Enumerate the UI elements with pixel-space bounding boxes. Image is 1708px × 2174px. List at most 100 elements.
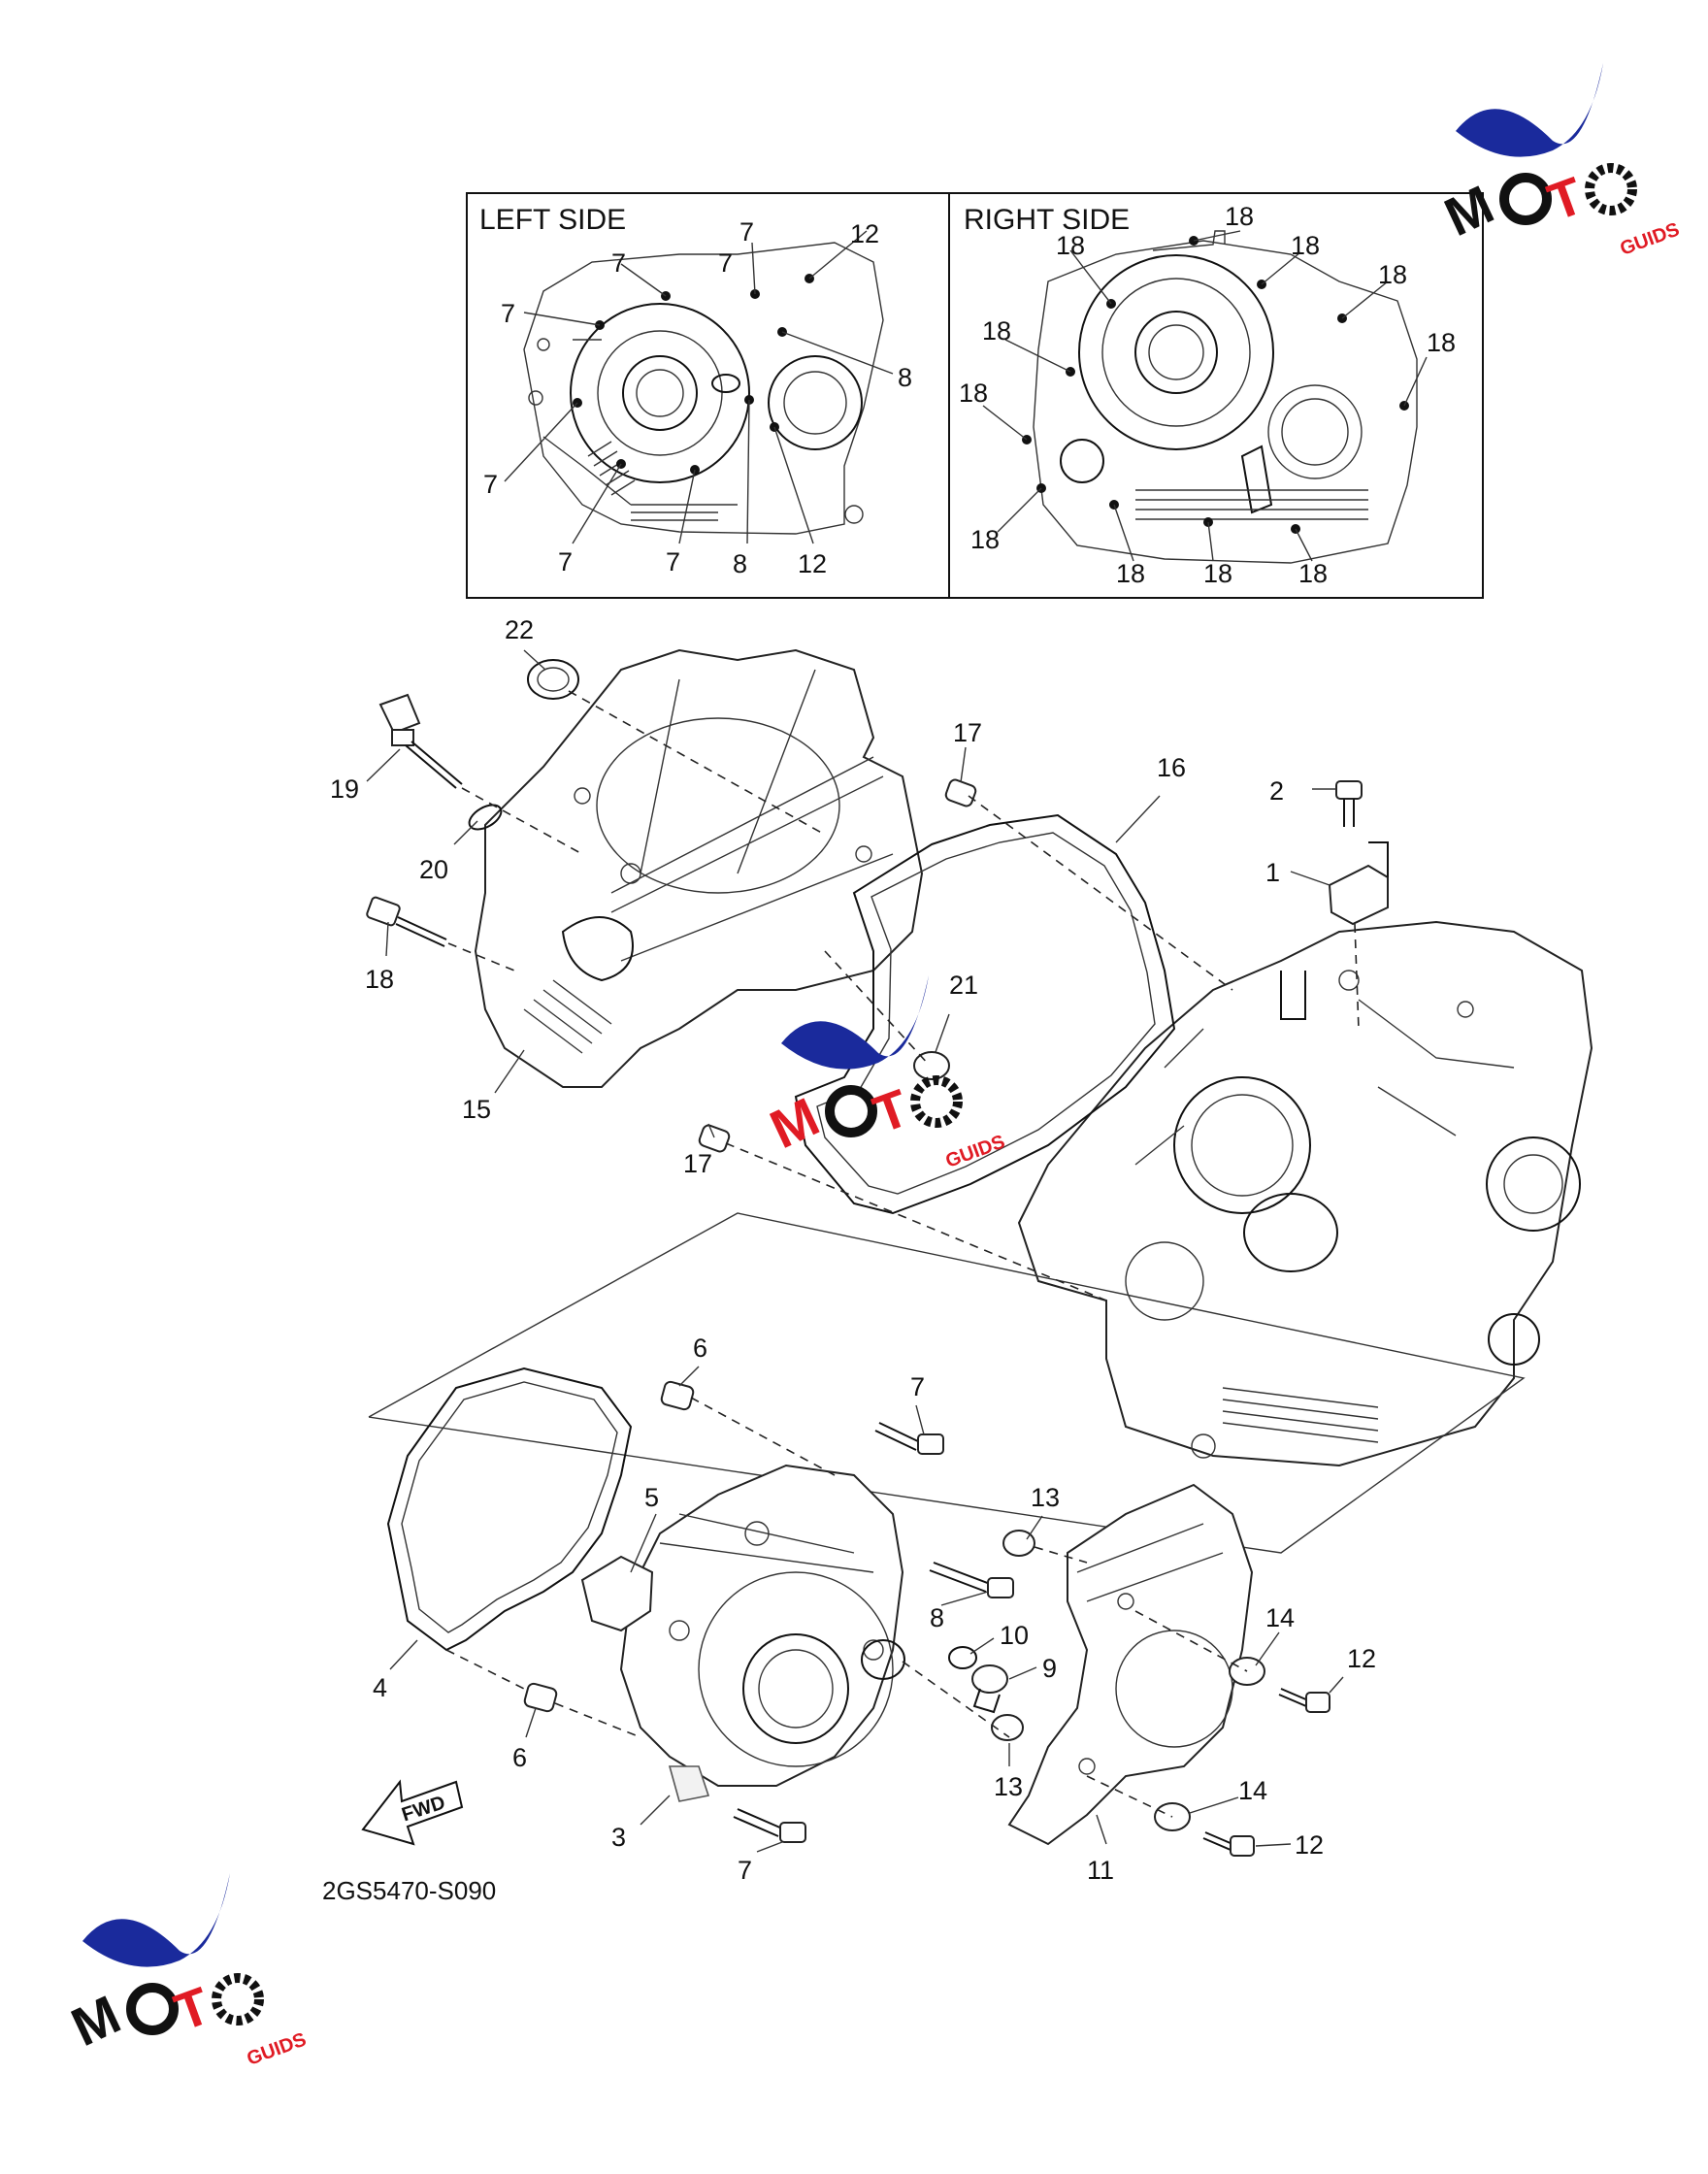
plug-9 bbox=[971, 1664, 1008, 1714]
callout-14-lower: 14 bbox=[1238, 1776, 1267, 1805]
left-side-title: LEFT SIDE bbox=[479, 204, 626, 236]
callout-19: 19 bbox=[330, 774, 359, 804]
moto-guids-logo-top-right: M T GUIDS bbox=[1435, 63, 1683, 260]
callout-left-0: 7 bbox=[611, 248, 626, 278]
plug-21 bbox=[913, 1051, 950, 1080]
callout-9: 9 bbox=[1042, 1654, 1057, 1683]
callout-6-upper: 6 bbox=[693, 1334, 707, 1363]
left-callouts: 7 7 12 7 7 8 7 8 12 7 7 bbox=[483, 217, 912, 578]
callout-right-5: 18 bbox=[1427, 328, 1456, 357]
callout-7-upper: 7 bbox=[910, 1372, 925, 1401]
callout-left-3: 7 bbox=[501, 299, 515, 328]
svg-text:M: M bbox=[62, 1983, 129, 2058]
dowel-pin-17-upper bbox=[944, 778, 977, 807]
dowel-pin-6-upper bbox=[660, 1380, 695, 1411]
sprocket-cover-11 bbox=[1007, 1483, 1254, 1846]
callout-17-lower: 17 bbox=[683, 1149, 712, 1178]
figure-code: 2GS5470-S090 bbox=[322, 1876, 496, 1905]
callout-left-2: 12 bbox=[850, 219, 879, 248]
callout-11: 11 bbox=[1087, 1856, 1114, 1885]
crankcase-assembly bbox=[1017, 920, 1593, 1467]
callout-left-9: 7 bbox=[558, 547, 573, 576]
main-callouts: 22 19 20 17 16 2 1 18 21 15 17 6 7 5 13 … bbox=[330, 615, 1376, 1885]
callout-13-upper: 13 bbox=[1031, 1483, 1060, 1512]
bolt-18 bbox=[366, 896, 447, 947]
bolt-7-upper bbox=[874, 1422, 944, 1455]
bolt-7-lower bbox=[733, 1808, 806, 1843]
svg-text:GUIDS: GUIDS bbox=[1617, 218, 1682, 259]
callout-4: 4 bbox=[373, 1673, 387, 1702]
callout-15: 15 bbox=[462, 1095, 491, 1124]
inset-panel: LEFT SIDE RIGHT SIDE bbox=[466, 192, 1484, 599]
callout-right-2: 18 bbox=[1291, 231, 1320, 260]
callout-12-upper: 12 bbox=[1347, 1644, 1376, 1673]
callout-right-3: 18 bbox=[1378, 260, 1407, 289]
o-ring-10 bbox=[948, 1646, 977, 1669]
callout-17-upper: 17 bbox=[953, 718, 982, 747]
bolt-8 bbox=[929, 1562, 1014, 1598]
callout-left-5: 8 bbox=[898, 363, 912, 392]
fwd-arrow-icon: FWD bbox=[361, 1779, 464, 1846]
cover-gasket-16 bbox=[794, 813, 1176, 1215]
callout-14-upper: 14 bbox=[1265, 1603, 1295, 1632]
svg-text:GUIDS: GUIDS bbox=[942, 1131, 1007, 1171]
gasket-4-inner bbox=[401, 1381, 618, 1633]
callout-12-lower: 12 bbox=[1295, 1830, 1324, 1860]
callout-left-10: 7 bbox=[666, 547, 680, 576]
gasket-plane-outline bbox=[368, 1212, 1526, 1554]
callout-8: 8 bbox=[930, 1603, 944, 1632]
callout-leaders bbox=[366, 649, 1344, 1853]
bracket-1 bbox=[1328, 841, 1389, 926]
callout-2: 2 bbox=[1269, 776, 1284, 806]
callout-left-1: 7 bbox=[739, 217, 754, 247]
oil-seal-22 bbox=[527, 659, 579, 700]
o-ring-20 bbox=[468, 804, 503, 831]
callout-6-lower: 6 bbox=[512, 1743, 527, 1772]
callout-20: 20 bbox=[419, 855, 448, 884]
callout-left-8: 12 bbox=[798, 549, 827, 578]
oil-dipstick-19 bbox=[378, 693, 463, 789]
callout-left-7: 8 bbox=[733, 549, 747, 578]
moto-guids-logo-bottom-left: M T GUIDS bbox=[62, 1873, 310, 2070]
callout-right-9: 18 bbox=[1203, 559, 1232, 588]
callout-right-1: 18 bbox=[1056, 231, 1085, 260]
moto-guids-logo-center: M T GUIDS bbox=[761, 975, 1008, 1172]
callout-right-8: 18 bbox=[1116, 559, 1145, 588]
left-side-crankcase-sketch bbox=[504, 230, 894, 544]
svg-text:T: T bbox=[1541, 166, 1592, 232]
right-callouts: 18 18 18 18 18 18 18 18 18 18 18 bbox=[959, 202, 1456, 588]
callout-right-7: 18 bbox=[970, 525, 1000, 554]
bolt-2 bbox=[1335, 780, 1363, 827]
callout-right-4: 18 bbox=[982, 316, 1011, 346]
bolt-12-upper bbox=[1278, 1688, 1330, 1713]
bolt-12-lower bbox=[1202, 1831, 1255, 1857]
svg-text:GUIDS: GUIDS bbox=[244, 2028, 309, 2069]
callout-1: 1 bbox=[1265, 858, 1280, 887]
callout-13-lower: 13 bbox=[994, 1772, 1023, 1801]
svg-text:T: T bbox=[168, 1976, 218, 2042]
right-side-title: RIGHT SIDE bbox=[964, 204, 1130, 236]
callout-22: 22 bbox=[505, 615, 534, 644]
collar-13-upper bbox=[1002, 1530, 1035, 1557]
callout-5: 5 bbox=[644, 1483, 659, 1512]
crankcase-cover-left bbox=[474, 648, 924, 1088]
collar-13-lower bbox=[991, 1714, 1024, 1741]
callout-21: 21 bbox=[949, 971, 978, 1000]
callout-7-lower: 7 bbox=[738, 1856, 752, 1885]
callout-right-6: 18 bbox=[959, 379, 988, 408]
svg-text:T: T bbox=[867, 1078, 917, 1144]
gasket-4 bbox=[386, 1367, 633, 1652]
cover-gasket-16-inner bbox=[816, 832, 1156, 1195]
callout-right-10: 18 bbox=[1298, 559, 1328, 588]
assembly-dashed-lines bbox=[445, 690, 1360, 1818]
callout-3: 3 bbox=[611, 1823, 626, 1852]
svg-text:M: M bbox=[1435, 173, 1502, 247]
callout-right-0: 18 bbox=[1225, 202, 1254, 231]
dowel-pin-6-lower bbox=[523, 1682, 558, 1713]
callout-10: 10 bbox=[1000, 1621, 1029, 1650]
generator-cover-3 bbox=[619, 1464, 905, 1802]
svg-text:M: M bbox=[761, 1085, 828, 1160]
right-side-crankcase-sketch bbox=[982, 230, 1428, 564]
